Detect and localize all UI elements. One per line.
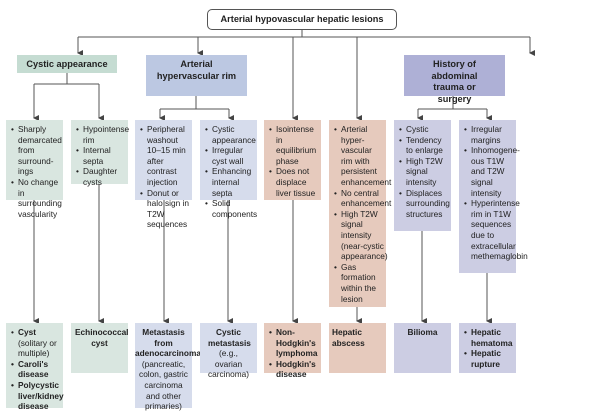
feature-item: High T2W signal intensity (near-cystic a… bbox=[334, 209, 388, 262]
features-lymphoma: Isointense in equilibrium phase Does not… bbox=[264, 120, 321, 200]
category-arterial-hypervascular-rim: Arterial hypervascular rim bbox=[146, 55, 247, 96]
category-trauma-or-surgery: History of abdominal trauma or surgery bbox=[404, 55, 505, 104]
diagnosis-item: Caroli's disease bbox=[11, 359, 61, 380]
diagnosis-note: (pancreatic, colon, gastric carcinoma an… bbox=[139, 358, 188, 412]
feature-item: Donut or halo sign in T2W sequences bbox=[140, 188, 190, 230]
diagnosis-hematoma: Hepatic hematoma Hepatic rupture bbox=[459, 323, 516, 373]
features-echinococcal: Hypointense rim Internal septa Daughter … bbox=[71, 120, 129, 187]
feature-item: Inhomogene-ous T1W and T2W signal intens… bbox=[464, 145, 520, 198]
feature-item: No change in surrounding vascularity bbox=[11, 177, 62, 219]
diagnosis-item: Hepatic hematoma bbox=[464, 327, 514, 348]
diagnosis-hepatic-abscess: Hepatic abscess bbox=[329, 323, 386, 373]
features-abscess: Arterial hyper-vascular rim with persist… bbox=[329, 120, 391, 307]
feature-item: Hyperintense rim in T1W sequences due to… bbox=[464, 198, 528, 262]
feature-item: Enhancing internal septa bbox=[205, 166, 255, 198]
feature-item: Hypointense rim bbox=[76, 124, 129, 145]
diagnosis-echinococcal-cyst: Echinococcal cyst bbox=[71, 323, 129, 373]
diagram-title: Arterial hypovascular hepatic lesions bbox=[207, 9, 397, 30]
feature-item: Cystic appearance bbox=[205, 124, 256, 145]
diagnosis-item: Hodgkin's disease bbox=[269, 359, 319, 380]
feature-item: Daughter cysts bbox=[76, 166, 126, 187]
feature-item: Does not displace liver tissue bbox=[269, 166, 319, 198]
feature-item: Peripheral washout 10–15 min after contr… bbox=[140, 124, 190, 188]
feature-item: High T2W signal intensity bbox=[399, 156, 449, 188]
feature-item: Sharply demarcated from surround-ings bbox=[11, 124, 62, 177]
diagnosis-item: Hepatic rupture bbox=[464, 348, 514, 369]
feature-item: Isointense in equilibrium phase bbox=[269, 124, 319, 166]
diagnosis-bilioma: Bilioma bbox=[394, 323, 451, 373]
diagnosis-metastasis-adenocarcinoma: Metastasis from adenocarcinoma (pancreat… bbox=[135, 323, 201, 411]
diagnosis-item: Non-Hodgkin's lymphoma bbox=[269, 327, 319, 359]
feature-item: Solid components bbox=[205, 198, 257, 219]
diagnosis-item: Polycystic liver/kidney disease bbox=[11, 380, 64, 412]
feature-item: Internal septa bbox=[76, 145, 126, 166]
category-cystic-appearance: Cystic appearance bbox=[17, 55, 117, 73]
feature-item: Irregular margins bbox=[464, 124, 514, 145]
diagnosis-lymphoma: Non-Hodgkin's lymphoma Hodgkin's disease bbox=[264, 323, 321, 379]
feature-item: No central enhancement bbox=[334, 188, 391, 209]
feature-item: Tendency to enlarge bbox=[399, 135, 449, 156]
features-bilioma: Cystic Tendency to enlarge High T2W sign… bbox=[394, 120, 451, 231]
feature-item: Displaces surrounding structures bbox=[399, 188, 450, 220]
feature-item: Irregular cyst wall bbox=[205, 145, 255, 166]
diagnosis-cyst: Cyst (solitary or multiple) Caroli's dis… bbox=[6, 323, 64, 411]
features-metastasis: Peripheral washout 10–15 min after contr… bbox=[135, 120, 192, 229]
features-hematoma: Irregular margins Inhomogene-ous T1W and… bbox=[459, 120, 528, 273]
diagnosis-cystic-metastasis: Cystic metastasis (e.g., ovarian carcino… bbox=[200, 323, 257, 379]
features-cyst: Sharply demarcated from surround-ings No… bbox=[6, 120, 63, 219]
feature-item: Cystic bbox=[399, 124, 449, 135]
features-cystic-metastasis: Cystic appearance Irregular cyst wall En… bbox=[200, 120, 257, 219]
feature-item: Gas formation within the lesion bbox=[334, 262, 384, 304]
diagnosis-title: Metastasis from adenocarcinoma bbox=[135, 327, 201, 359]
diagnosis-item: Cyst (solitary or multiple) bbox=[11, 327, 61, 359]
diagnosis-note: (e.g., ovarian carcinoma) bbox=[207, 348, 250, 380]
feature-item: Arterial hyper-vascular rim with persist… bbox=[334, 124, 391, 188]
diagnosis-title: Cystic metastasis bbox=[208, 327, 251, 348]
